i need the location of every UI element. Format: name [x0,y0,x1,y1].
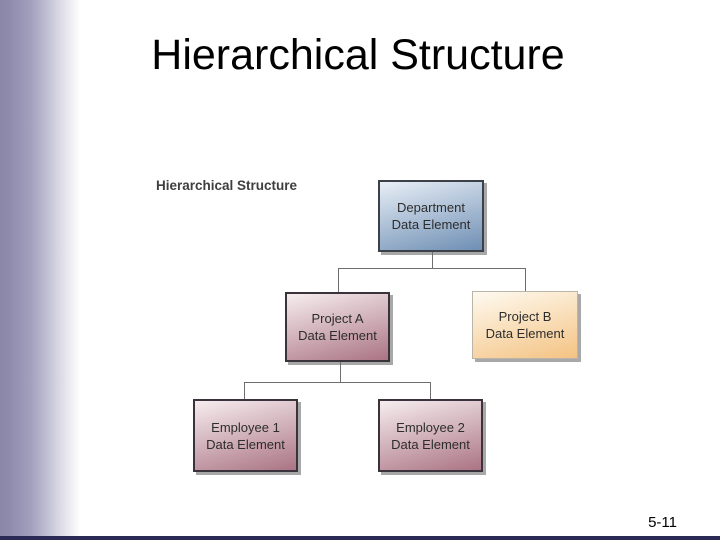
node-label-line2: Data Element [391,436,470,452]
slide-title: Hierarchical Structure [151,31,565,79]
node-label-line2: Data Element [298,328,377,343]
node-label-line1: Project A [311,311,364,326]
node-label-line2: Data Element [206,436,285,452]
node-label-line1: Department [397,200,465,215]
connector-project-a-stem [340,362,341,382]
connector-employees-crossbar [244,382,431,383]
left-gradient-band [0,0,80,540]
node-department-data-element: Department Data Element [378,180,484,252]
node-label-line2: Data Element [391,217,471,232]
node-label-line1: Employee 2 [396,419,465,435]
connector-project-a-drop [338,268,339,292]
node-label-line1: Employee 1 [211,419,280,435]
connector-project-b-drop [525,268,526,291]
connector-employee-2-drop [430,382,431,399]
node-employee-2-data-element: Employee 2 Data Element [378,399,483,472]
node-project-a-data-element: Project A Data Element [285,292,390,362]
connector-projects-crossbar [338,268,526,269]
bottom-accent-bar [0,536,720,540]
node-label-line1: Project B [498,309,552,324]
node-employee-1-data-element: Employee 1 Data Element [193,399,298,472]
node-label-line2: Data Element [485,326,565,341]
connector-employee-1-drop [244,382,245,399]
connector-department-stem [432,252,433,268]
diagram-caption: Hierarchical Structure [156,178,298,193]
page-number: 5-11 [648,514,677,531]
node-project-b-data-element: Project B Data Element [472,291,578,359]
